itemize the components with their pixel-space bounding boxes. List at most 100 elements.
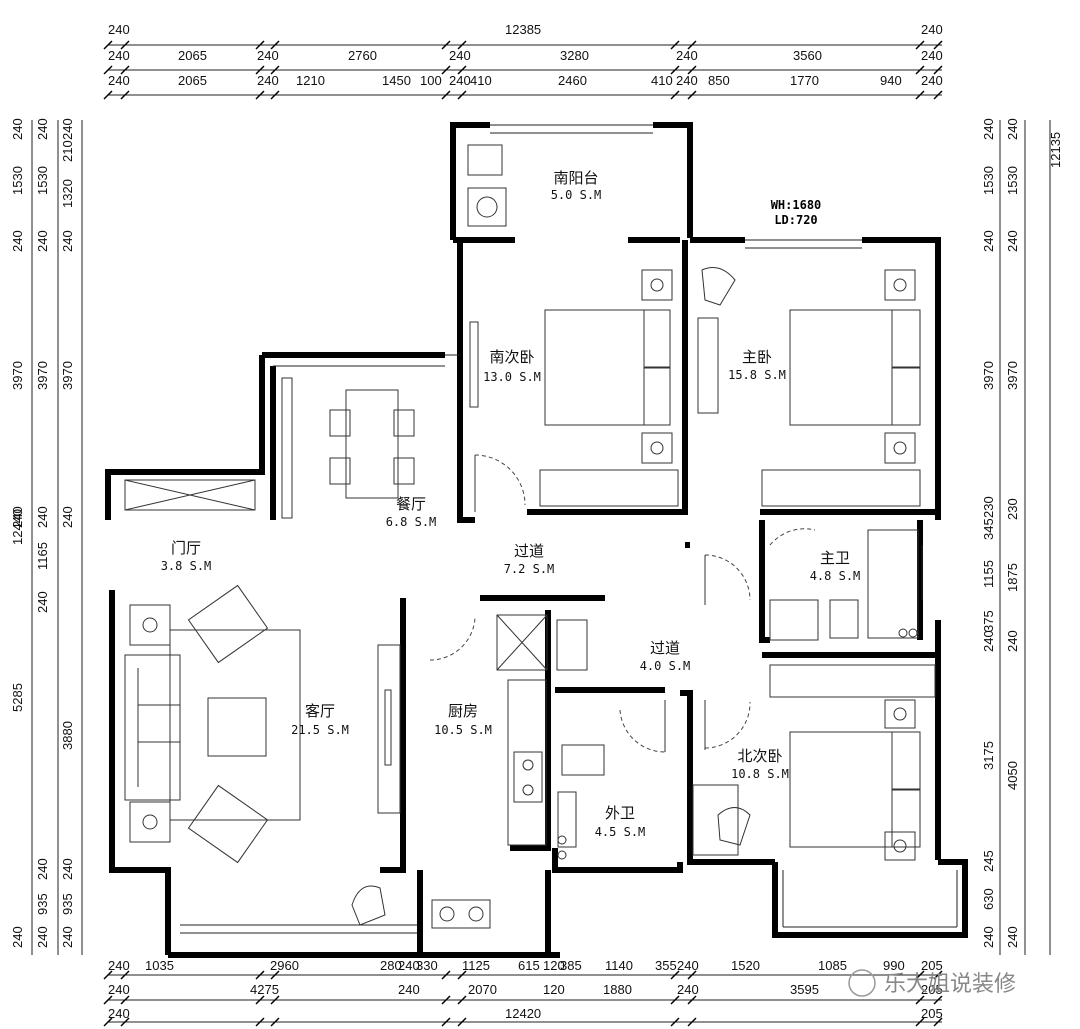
dim-label: 345 [981, 518, 996, 540]
dim-label: 240 [257, 73, 279, 88]
dim-label: 240 [60, 858, 75, 880]
coffee-table-icon [207, 697, 267, 757]
dim-tick [933, 90, 943, 100]
shoe-cabinet-icon [124, 479, 256, 511]
room-name-dining: 餐厅 [396, 495, 426, 513]
dim-label: 615 [518, 958, 540, 973]
wardrobe-icon [761, 469, 921, 507]
room-area-corridor-2: 4.0 S.M [640, 659, 691, 673]
dim-label: 205 [921, 982, 943, 997]
dim-tick [933, 995, 943, 1005]
dim-tick [441, 65, 451, 75]
dim-tick [687, 65, 697, 75]
window-sill-annotation: LD:720 [774, 213, 817, 227]
washing-machine-icon [467, 187, 507, 227]
dim-label: 1530 [35, 166, 50, 195]
dim-label: 1140 [605, 958, 633, 973]
dim-tick [441, 970, 451, 980]
door-swing [429, 617, 476, 661]
dim-label: 240 [981, 230, 996, 252]
dim-label: 240 [1005, 630, 1020, 652]
sofa-icon [124, 654, 181, 801]
dim-label: 1165 [35, 542, 50, 570]
room-area-south-balcony: 5.0 S.M [551, 188, 602, 202]
dim-label: 935 [60, 893, 75, 915]
dim-label: 3970 [1005, 361, 1020, 390]
dim-label: 240 [35, 591, 50, 613]
dim-tick [915, 970, 925, 980]
dim-label: 240 [257, 48, 279, 63]
dims-left: 12440 240 1530 240 3970 240 5285 240 240… [10, 118, 75, 948]
tv-icon [384, 689, 392, 766]
fridge-icon [496, 614, 548, 671]
room-area-guest-bath: 4.5 S.M [595, 825, 646, 839]
nightstand-icon [884, 699, 916, 729]
nightstand-icon [884, 269, 916, 301]
dim-total-bottom: 12420 [505, 1006, 541, 1021]
dim-tick [103, 970, 113, 980]
window-height-annotation: WH:1680 [771, 198, 822, 212]
walls [105, 122, 968, 958]
dim-tick [670, 995, 680, 1005]
chair-icon [329, 457, 351, 485]
dim-label: 2065 [178, 48, 207, 63]
cabinet-icon [281, 377, 293, 519]
room-name-foyer: 门厅 [171, 539, 201, 557]
dim-tick [457, 1017, 467, 1027]
dim-label: 355 [655, 958, 677, 973]
dim-tick [933, 1017, 943, 1027]
dim-label: 240 [108, 958, 130, 973]
dim-tick [670, 40, 680, 50]
dim-label: 240 [677, 958, 699, 973]
room-name-corridor-2: 过道 [650, 639, 680, 657]
dim-tick [687, 970, 697, 980]
room-area-living: 21.5 S.M [291, 723, 349, 737]
dim-label: 1155 [981, 560, 996, 588]
dim-tick [255, 90, 265, 100]
desk-icon [697, 317, 719, 414]
room-name-corridor-1: 过道 [514, 542, 544, 560]
room-area-master-bedroom: 15.8 S.M [728, 368, 786, 382]
room-name-master-bedroom: 主卧 [742, 348, 772, 366]
dim-label: 280 [380, 958, 402, 973]
room-name-south-balcony: 南阳台 [553, 169, 598, 187]
dim-tick [457, 995, 467, 1005]
dim-label: 245 [981, 850, 996, 872]
dim-label: 230 [981, 496, 996, 518]
dim-label: 240 [60, 230, 75, 252]
dim-label: 3970 [981, 361, 996, 390]
dim-label: 330 [416, 958, 438, 973]
chair-icon [329, 409, 351, 437]
dim-tick [255, 970, 265, 980]
dim-tick [270, 65, 280, 75]
dim-label: 240 [60, 118, 75, 140]
dim-tick [120, 1017, 130, 1027]
dim-label: 410 [651, 73, 673, 88]
watermark-text: 乐大姐说装修 [884, 972, 1016, 997]
dim-tick [687, 90, 697, 100]
tv-cabinet-icon [377, 644, 401, 814]
dim-label: 240 [108, 48, 130, 63]
door-swing [619, 709, 666, 753]
dim-label: 3970 [35, 361, 50, 390]
dim-label: 240 [35, 858, 50, 880]
kitchen-sink-icon [431, 899, 491, 929]
dim-label: 240 [921, 48, 943, 63]
dim-total-right: 12135 [1048, 132, 1063, 168]
dim-label: 240 [398, 982, 420, 997]
nightstand-icon [641, 432, 673, 464]
dim-label: 1530 [10, 166, 25, 195]
door-swing [704, 554, 751, 601]
door-swing [474, 454, 526, 506]
dim-label: 240 [35, 506, 50, 528]
dim-tick [441, 40, 451, 50]
dim-label: 2065 [178, 73, 207, 88]
dim-label: 1450 [382, 73, 411, 88]
sink-icon [769, 599, 819, 641]
dim-label: 4275 [250, 982, 279, 997]
door-swing [704, 701, 751, 749]
dim-tick [933, 65, 943, 75]
nightstand-icon [641, 269, 673, 301]
dining-table-icon [345, 389, 399, 499]
dim-total-left: 12440 [10, 509, 25, 545]
